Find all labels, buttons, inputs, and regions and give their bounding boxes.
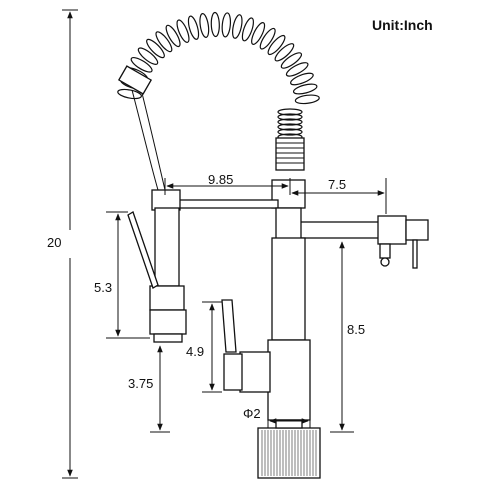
dim-total-height: 20 <box>47 9 78 479</box>
handle-mount <box>239 351 271 393</box>
coil-loop <box>155 31 173 53</box>
coil-loop <box>290 72 314 86</box>
dim-sprayer-reach: 7.5 <box>291 177 387 214</box>
dim-sprayer-body-label: 5.3 <box>94 280 112 295</box>
sprayer-lever <box>127 211 159 289</box>
dim-base-diameter-label: Φ2 <box>243 406 261 421</box>
coil-loop <box>267 34 286 56</box>
sprayer-nozzle <box>149 309 187 335</box>
faucet-outline <box>117 11 429 479</box>
coil-loop <box>210 11 220 38</box>
sprayer-head <box>149 285 185 311</box>
dim-sprayer-clearance: 3.75 <box>128 345 170 433</box>
coil-loop <box>130 57 153 73</box>
coil-loop <box>274 43 295 62</box>
coil-loop <box>259 27 276 50</box>
valve-body <box>267 339 311 421</box>
coil-spring <box>117 11 320 141</box>
aerator-left <box>379 243 391 259</box>
swivel-spout <box>299 221 381 239</box>
dim-total-height-label: 20 <box>47 235 61 250</box>
dim-sprayer-clearance-label: 3.75 <box>128 376 153 391</box>
coil-loop <box>277 108 303 116</box>
column-taper <box>271 237 306 341</box>
coil-loop <box>277 113 303 121</box>
coil-loop <box>146 38 165 59</box>
sprayer-tip <box>153 333 183 343</box>
aerator-right <box>412 239 418 269</box>
sprayer-hose <box>139 84 166 191</box>
coil-loop <box>176 19 190 43</box>
dim-sprayer-body: 5.3 <box>94 211 150 339</box>
coil-loop <box>117 88 143 100</box>
coil-loop <box>241 17 254 42</box>
spout-joint-left <box>151 189 181 211</box>
dim-handle-height-label: 4.9 <box>186 344 204 359</box>
coil-loop <box>232 14 243 39</box>
sprayer-body <box>154 207 180 287</box>
dim-handle-height: 4.9 <box>186 301 222 393</box>
dim-spout-clearance-label: 8.5 <box>347 322 365 337</box>
coil-loop <box>277 128 303 136</box>
spring-fitting <box>275 137 305 171</box>
coil-loop <box>187 15 200 40</box>
aerator-nub <box>380 257 390 267</box>
handle-lever <box>221 299 237 353</box>
spout-arm <box>177 199 279 209</box>
coil-loop <box>199 13 210 38</box>
coil-loop <box>294 94 320 105</box>
unit-label: Unit:Inch <box>372 17 433 33</box>
coil-loop <box>137 47 159 65</box>
dim-spout-clearance: 8.5 <box>330 241 365 433</box>
coil-loop <box>285 62 309 77</box>
spout-cap <box>405 219 429 241</box>
spout-end-block <box>377 215 407 245</box>
hose-clip <box>117 65 153 95</box>
coil-loop <box>221 12 232 38</box>
dim-spout-reach-label: 9.85 <box>208 172 233 187</box>
base-knurl <box>261 430 317 476</box>
handle-mount-inner <box>223 353 243 391</box>
coil-loop <box>292 83 318 95</box>
dim-base-diameter: Φ2 <box>243 406 311 428</box>
sprayer-hose-inner <box>131 89 159 191</box>
coil-loop <box>251 22 266 45</box>
coil-loop <box>280 52 303 69</box>
coil-loop <box>277 123 303 131</box>
dim-spout-reach: 9.85 <box>164 172 291 195</box>
coil-loop <box>165 24 181 48</box>
dim-sprayer-reach-label: 7.5 <box>328 177 346 192</box>
coil-loop <box>277 118 303 126</box>
